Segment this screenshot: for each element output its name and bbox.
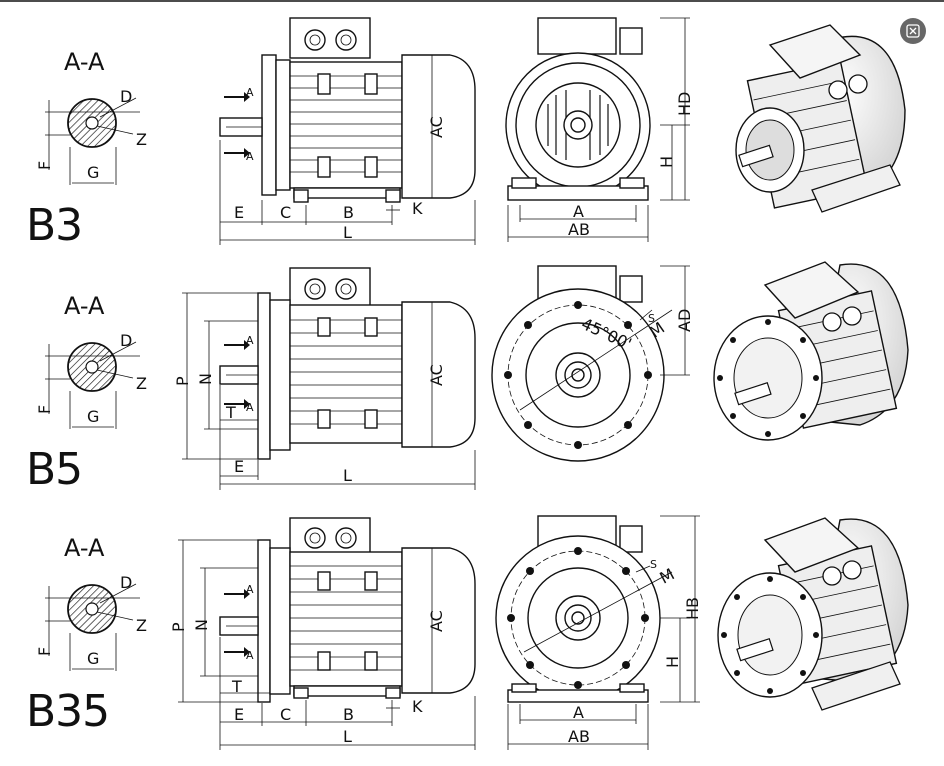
dim-hb: HB: [683, 597, 702, 620]
dim-n: N: [196, 373, 215, 385]
iso-view: [735, 24, 906, 213]
dim-l: L: [343, 466, 352, 485]
section-marker-bottom: A: [224, 399, 254, 414]
end-view: S M H HB A AB: [495, 515, 702, 750]
iso-view: [713, 261, 909, 441]
iso-view: [717, 517, 909, 711]
dim-ad: AD: [675, 309, 694, 332]
shaft-label-d: D: [120, 87, 132, 106]
mount-label-b35: B35: [26, 686, 109, 737]
dim-b: B: [343, 705, 354, 724]
section-marker-bottom: A: [224, 148, 254, 163]
shaft-label-d: D: [120, 573, 132, 592]
end-view: 45°00' S M AD: [491, 265, 694, 462]
row-b35: A-A D Z F G B35: [26, 515, 909, 750]
shaft-label-z: Z: [136, 374, 147, 393]
dim-ac: AC: [427, 364, 446, 386]
dim-ab: AB: [568, 727, 590, 746]
dim-a: A: [573, 703, 584, 722]
section-aa: A-A D Z F G: [35, 292, 147, 429]
mount-label-b3: B3: [26, 200, 82, 251]
shaft-label-f: F: [35, 161, 54, 170]
visual-search-button[interactable]: [900, 18, 926, 44]
shaft-label-f: F: [35, 647, 54, 656]
dim-ac: AC: [427, 116, 446, 138]
dim-s: S: [648, 312, 655, 325]
section-label: A-A: [64, 292, 105, 320]
shaft-label-d: D: [120, 331, 132, 350]
dim-a: A: [573, 202, 584, 221]
shaft-label-z: Z: [136, 616, 147, 635]
shaft-label-f: F: [35, 405, 54, 414]
section-aa: A-A D Z F G: [35, 534, 147, 671]
svg-text:A: A: [246, 334, 254, 347]
side-view: A A P N T E: [169, 517, 476, 750]
dim-l: L: [343, 223, 352, 242]
section-marker-top: A: [224, 583, 254, 599]
dim-s: S: [650, 558, 657, 571]
section-aa: A-A D Z F G: [35, 48, 147, 185]
dim-l: L: [343, 727, 352, 746]
shaft-label-g: G: [87, 407, 99, 426]
dim-k: K: [412, 199, 423, 218]
dim-e: E: [234, 203, 244, 222]
side-view: A A P N T E L AC: [173, 267, 476, 490]
shaft-label-g: G: [87, 649, 99, 668]
dim-n: N: [192, 619, 211, 631]
dim-c: C: [280, 705, 291, 724]
end-view: A AB H HD: [505, 17, 694, 242]
dim-h: H: [657, 156, 676, 168]
mount-label-b5: B5: [26, 444, 82, 495]
dim-ab: AB: [568, 220, 590, 239]
shaft-label-z: Z: [136, 130, 147, 149]
dim-p: P: [169, 622, 188, 632]
dim-m: M: [656, 564, 677, 587]
dim-k: K: [412, 697, 423, 716]
section-marker-bottom: A: [224, 647, 254, 662]
visual-search-icon: [906, 24, 920, 38]
svg-text:A: A: [246, 86, 254, 99]
row-b3: A-A D Z F G B3: [26, 17, 906, 251]
dim-t: T: [231, 677, 242, 696]
section-label: A-A: [64, 48, 105, 76]
dim-t: T: [225, 403, 236, 422]
dim-h: H: [663, 656, 682, 668]
shaft-label-g: G: [87, 163, 99, 182]
svg-text:A: A: [246, 401, 254, 414]
svg-text:A: A: [246, 649, 254, 662]
dim-b: B: [343, 203, 354, 222]
svg-text:A: A: [246, 583, 254, 596]
svg-text:A: A: [246, 150, 254, 163]
section-marker-top: A: [224, 86, 254, 102]
section-marker-top: A: [224, 334, 254, 350]
dim-hd: HD: [675, 92, 694, 116]
row-b5: A-A D Z F G B5: [26, 261, 909, 495]
side-view: A A E C B K L AC: [219, 17, 476, 245]
section-label: A-A: [64, 534, 105, 562]
dim-p: P: [173, 376, 192, 386]
dim-e: E: [234, 705, 244, 724]
dim-e: E: [234, 457, 244, 476]
dim-c: C: [280, 203, 291, 222]
dim-ac: AC: [427, 610, 446, 632]
